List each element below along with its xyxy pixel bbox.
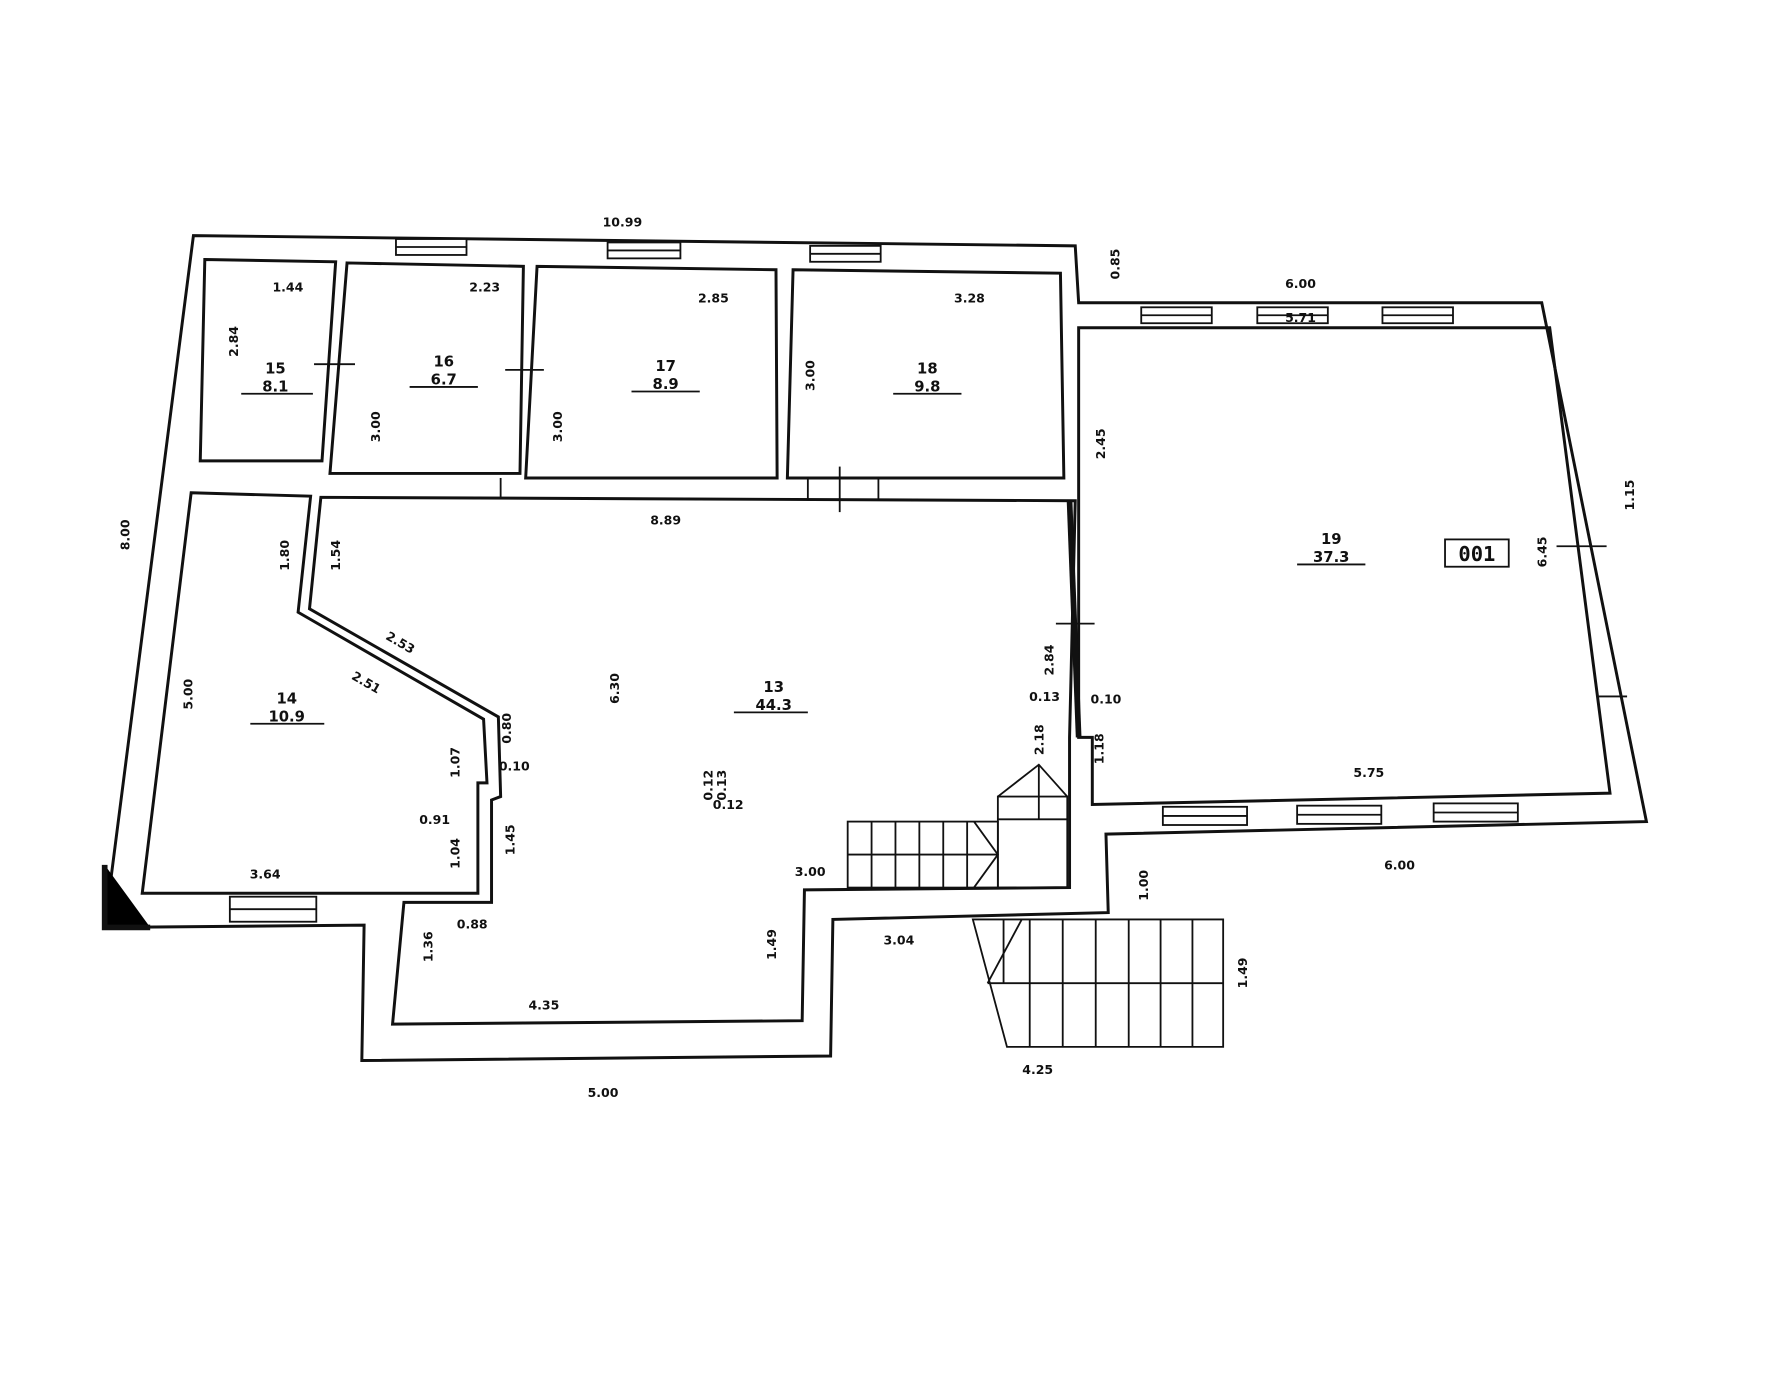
svg-text:1.07: 1.07 <box>448 747 463 778</box>
svg-text:0.88: 0.88 <box>457 917 488 932</box>
svg-text:10.99: 10.99 <box>603 215 643 230</box>
svg-text:1.44: 1.44 <box>272 279 303 294</box>
svg-text:6.00: 6.00 <box>1285 276 1316 291</box>
svg-text:001: 001 <box>1458 542 1495 566</box>
svg-text:8.00: 8.00 <box>118 519 133 550</box>
svg-text:2.45: 2.45 <box>1093 428 1108 459</box>
svg-text:0.13: 0.13 <box>714 770 729 801</box>
svg-text:15: 15 <box>265 360 286 377</box>
room-label-19: 19 37.3 <box>1297 531 1366 566</box>
svg-text:8.89: 8.89 <box>650 513 681 528</box>
svg-text:0.12: 0.12 <box>713 797 744 812</box>
room-13-outline <box>307 495 1077 1026</box>
svg-text:6.30: 6.30 <box>607 673 622 704</box>
svg-text:13: 13 <box>763 679 784 696</box>
room-label-15: 15 8.1 <box>241 360 313 395</box>
svg-text:8.9: 8.9 <box>653 376 679 393</box>
svg-text:3.00: 3.00 <box>803 360 818 391</box>
room-17-outline <box>524 264 779 480</box>
exterior-corner <box>101 864 151 931</box>
svg-text:37.3: 37.3 <box>1313 549 1349 566</box>
svg-text:4.25: 4.25 <box>1022 1062 1053 1077</box>
windows <box>228 238 1519 923</box>
svg-text:1.54: 1.54 <box>328 540 343 571</box>
svg-text:3.00: 3.00 <box>795 864 826 879</box>
svg-text:1.36: 1.36 <box>420 931 435 962</box>
room-label-18: 18 9.8 <box>893 360 962 395</box>
room-14-outline <box>140 491 489 895</box>
svg-text:18: 18 <box>917 360 938 377</box>
dimension-labels: 10.99 1.44 2.23 2.85 3.28 6.00 5.71 8.89… <box>118 215 1637 1100</box>
svg-text:2.84: 2.84 <box>1042 644 1057 675</box>
svg-text:0.10: 0.10 <box>499 758 530 773</box>
svg-text:1.49: 1.49 <box>1235 957 1250 988</box>
lower-staircase <box>971 918 1225 1048</box>
svg-text:14: 14 <box>276 690 297 707</box>
svg-text:0.12: 0.12 <box>700 770 715 801</box>
svg-text:6.45: 6.45 <box>1534 537 1549 568</box>
svg-text:1.49: 1.49 <box>764 929 779 960</box>
room-18-outline <box>785 268 1066 480</box>
door-marks <box>314 363 1628 698</box>
svg-text:0.85: 0.85 <box>1108 249 1123 280</box>
svg-text:6.00: 6.00 <box>1384 857 1415 872</box>
svg-text:2.85: 2.85 <box>698 291 729 306</box>
partition-wall <box>1066 500 1082 738</box>
svg-text:9.8: 9.8 <box>914 378 940 395</box>
svg-text:19: 19 <box>1321 531 1342 548</box>
svg-text:0.10: 0.10 <box>1091 691 1122 706</box>
svg-text:4.35: 4.35 <box>528 997 559 1012</box>
svg-text:16: 16 <box>433 353 454 370</box>
svg-text:2.84: 2.84 <box>226 326 241 357</box>
svg-text:0.91: 0.91 <box>419 812 450 827</box>
room-15-outline <box>198 258 338 463</box>
room-label-17: 17 8.9 <box>631 358 700 393</box>
svg-text:1.18: 1.18 <box>1092 733 1107 764</box>
svg-text:1.04: 1.04 <box>448 838 463 869</box>
svg-text:3.04: 3.04 <box>883 932 914 947</box>
room-16-outline <box>328 261 525 475</box>
svg-text:5.71: 5.71 <box>1285 310 1316 325</box>
svg-text:3.00: 3.00 <box>368 411 383 442</box>
svg-text:1.00: 1.00 <box>1136 870 1151 901</box>
svg-text:1.15: 1.15 <box>1622 480 1637 511</box>
svg-text:10.9: 10.9 <box>268 708 304 725</box>
svg-text:1.45: 1.45 <box>502 824 517 855</box>
svg-text:5.00: 5.00 <box>180 678 195 709</box>
svg-text:5.75: 5.75 <box>1353 765 1384 780</box>
svg-text:0.80: 0.80 <box>499 713 514 744</box>
svg-text:0.13: 0.13 <box>1029 689 1060 704</box>
svg-text:2.23: 2.23 <box>469 279 500 294</box>
svg-text:2.18: 2.18 <box>1031 724 1046 755</box>
room-label-16: 16 6.7 <box>409 353 478 389</box>
stamp: 001 <box>1444 538 1510 568</box>
svg-text:44.3: 44.3 <box>755 697 791 714</box>
room-label-13: 13 44.3 <box>733 679 808 714</box>
svg-text:3.00: 3.00 <box>550 411 565 442</box>
svg-text:3.64: 3.64 <box>250 866 281 881</box>
upper-staircase <box>846 763 1069 889</box>
svg-text:5.00: 5.00 <box>588 1085 619 1100</box>
svg-text:6.7: 6.7 <box>431 372 457 389</box>
svg-text:3.28: 3.28 <box>954 291 985 306</box>
svg-text:17: 17 <box>655 358 676 375</box>
outer-wall <box>102 234 1649 1063</box>
svg-text:8.1: 8.1 <box>262 378 288 395</box>
svg-text:1.80: 1.80 <box>277 540 292 571</box>
room-label-14: 14 10.9 <box>250 690 325 725</box>
